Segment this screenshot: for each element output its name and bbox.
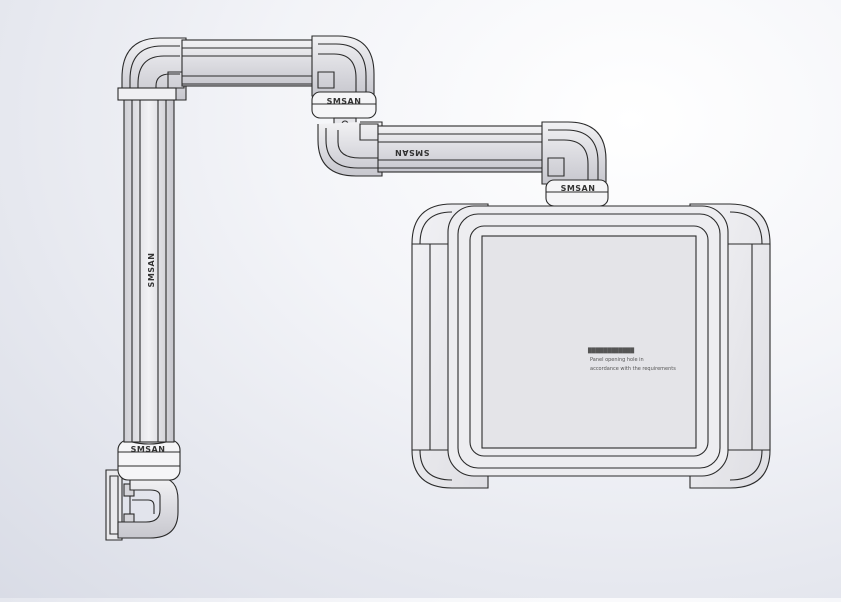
right-elbow	[541, 121, 607, 185]
panel-screen	[481, 235, 697, 449]
joint-label-right: SMSAN	[561, 184, 596, 193]
top-middle-elbow	[311, 35, 375, 97]
middle-down-elbow	[317, 121, 383, 177]
top-horizontal-arm	[181, 39, 317, 87]
middle-arm-label: SMSAN	[395, 148, 430, 157]
control-panel-housing	[411, 203, 771, 489]
panel-note-line2: accordance with the requirements	[590, 366, 676, 372]
panel-note-line1: Panel opening hole in	[590, 357, 644, 363]
middle-horizontal-arm	[377, 125, 547, 173]
bottom-elbow	[117, 477, 179, 539]
joint-label-top: SMSAN	[327, 97, 362, 106]
vertical-arm-label: SMSAN	[147, 253, 156, 288]
vertical-arm	[123, 95, 175, 443]
top-left-elbow	[117, 37, 187, 101]
joint-label-bottom: SMSAN	[131, 445, 166, 454]
panel-note-title: ████████████	[587, 347, 634, 354]
